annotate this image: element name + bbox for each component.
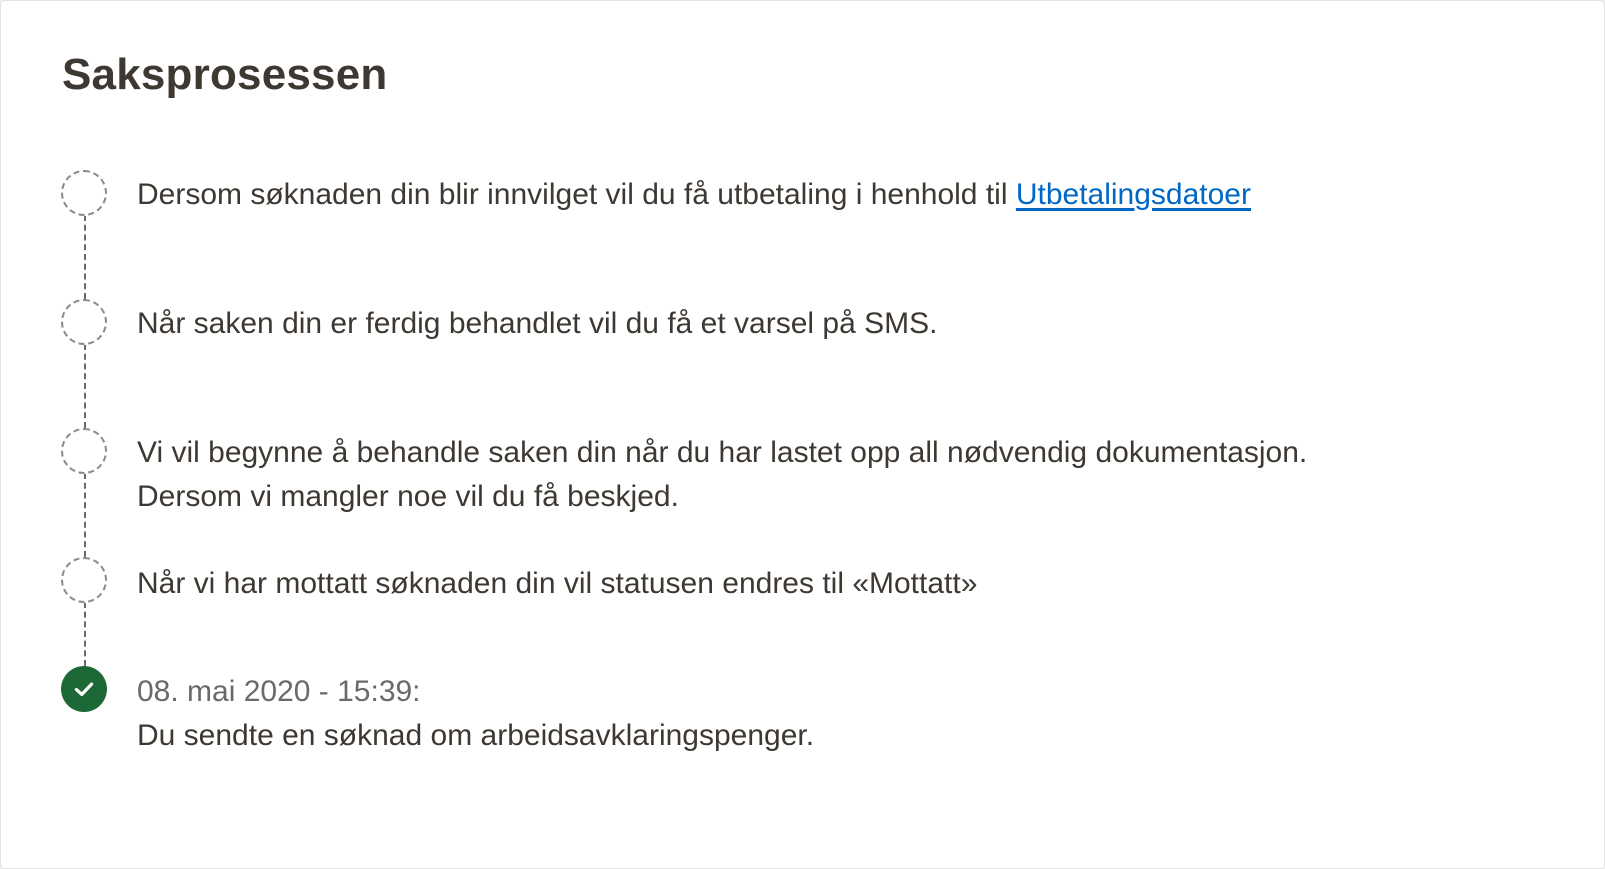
step-text: Du sendte en søknad om arbeidsavklarings…	[137, 719, 815, 752]
step-text-line: Vi vil begynne å behandle saken din når …	[137, 436, 1308, 469]
pending-step-icon	[61, 557, 107, 603]
completed-step-icon	[61, 666, 107, 712]
timeline-step: 08. mai 2020 - 15:39: Du sendte en søkna…	[137, 670, 814, 758]
step-text: Når saken din er ferdig behandlet vil du…	[137, 307, 938, 340]
page-title: Saksprosessen	[62, 50, 388, 99]
checkmark-icon	[74, 682, 94, 697]
step-text: Når vi har mottatt søknaden din vil stat…	[137, 567, 978, 600]
payment-dates-link[interactable]: Utbetalingsdatoer	[1015, 178, 1251, 211]
timeline-step: Når saken din er ferdig behandlet vil du…	[137, 302, 937, 346]
timeline-connector	[84, 602, 86, 666]
timeline-connector	[84, 344, 86, 428]
timeline-step: Når vi har mottatt søknaden din vil stat…	[137, 562, 977, 606]
step-text: Dersom søknaden din blir innvilget vil d…	[137, 178, 1016, 211]
timeline-step: Dersom søknaden din blir innvilget vil d…	[137, 173, 1251, 217]
timeline-connector	[84, 215, 86, 299]
pending-step-icon	[61, 299, 107, 345]
timeline-connector	[84, 473, 86, 557]
step-date: 08. mai 2020 - 15:39:	[137, 675, 421, 708]
pending-step-icon	[61, 428, 107, 474]
timeline-step: Vi vil begynne å behandle saken din når …	[137, 431, 1307, 519]
pending-step-icon	[61, 170, 107, 216]
step-text-line: Dersom vi mangler noe vil du få beskjed.	[137, 480, 679, 513]
